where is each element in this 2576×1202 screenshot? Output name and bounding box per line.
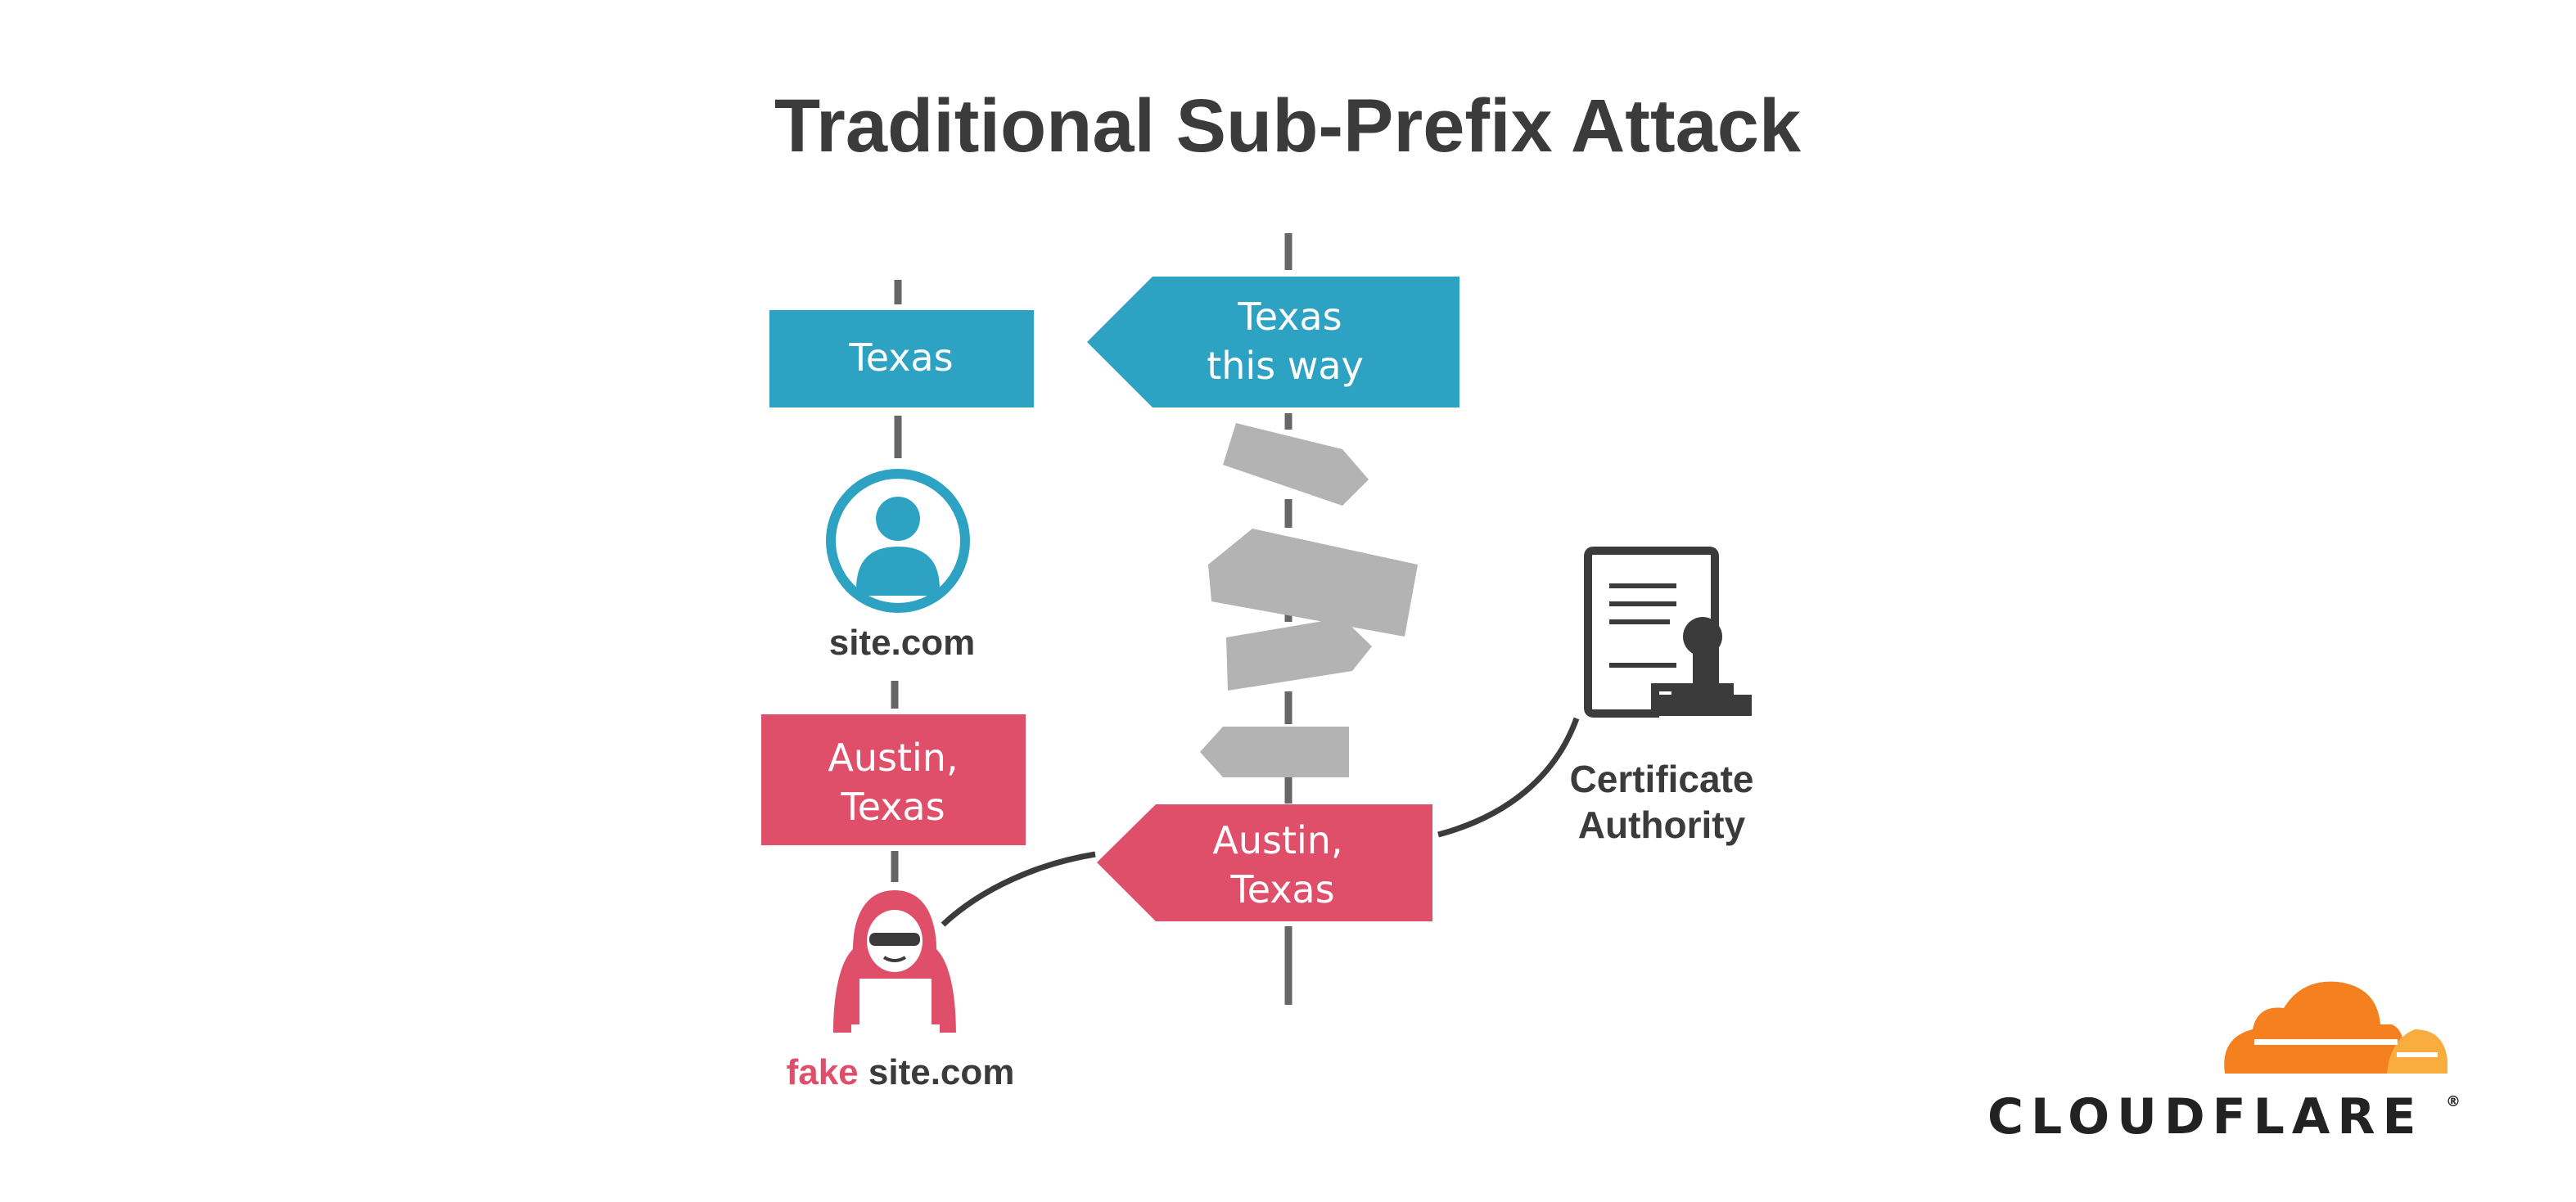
sign-austin-right: Austin, Texas <box>1097 804 1432 921</box>
certificate-icon <box>1584 547 1719 718</box>
sign-texas-this-way-board <box>1087 277 1459 407</box>
cloudflare-logo: CLOUDFLARE ® <box>1987 981 2461 1146</box>
ca-label-line1: Certificate <box>1570 758 1754 800</box>
gray-sign <box>1223 423 1369 506</box>
sign-texas-left: Texas <box>769 310 1034 407</box>
sign-austin-right-board <box>1097 804 1432 921</box>
site-label: site.com <box>829 623 976 663</box>
cloudflare-wordmark: CLOUDFLARE <box>1987 1088 2424 1146</box>
sign-austin-left-line1: Austin, <box>828 736 958 780</box>
sign-texas-this-way: Texas this way <box>1087 277 1459 407</box>
sign-texas-left-label: Texas <box>848 335 953 380</box>
hacker-icon <box>833 890 956 1033</box>
sign-austin-right-line1: Austin, <box>1212 818 1342 862</box>
sign-austin-left: Austin, Texas <box>761 714 1026 845</box>
sign-texas-this-way-line1: Texas <box>1237 295 1342 339</box>
sign-austin-left-board <box>761 714 1026 845</box>
stamp-icon <box>1655 617 1752 716</box>
cloudflare-registered-mark: ® <box>2446 1093 2461 1110</box>
diagram-title: Traditional Sub-Prefix Attack <box>774 84 1802 168</box>
sign-austin-left-line2: Texas <box>840 785 945 829</box>
gray-sign <box>1200 727 1349 777</box>
gray-sign <box>1226 618 1372 691</box>
sign-texas-this-way-line2: this way <box>1207 344 1364 388</box>
sign-texas-left-board <box>769 310 1034 407</box>
jumbled-signs <box>1200 423 1418 777</box>
user-icon <box>826 469 970 613</box>
ca-label-line2: Authority <box>1578 804 1746 846</box>
sign-austin-right-line2: Texas <box>1229 867 1334 912</box>
left-post <box>891 280 902 882</box>
fake-label-prefix: fake <box>787 1052 859 1092</box>
connector-hacker-to-sign <box>941 851 1096 927</box>
connector-sign-to-ca <box>1437 717 1580 838</box>
gray-sign <box>1208 529 1418 637</box>
cloud-mark <box>2224 981 2447 1074</box>
fake-label-rest: site.com <box>859 1052 1015 1092</box>
fake-site-label: fake site.com <box>787 1052 1015 1092</box>
